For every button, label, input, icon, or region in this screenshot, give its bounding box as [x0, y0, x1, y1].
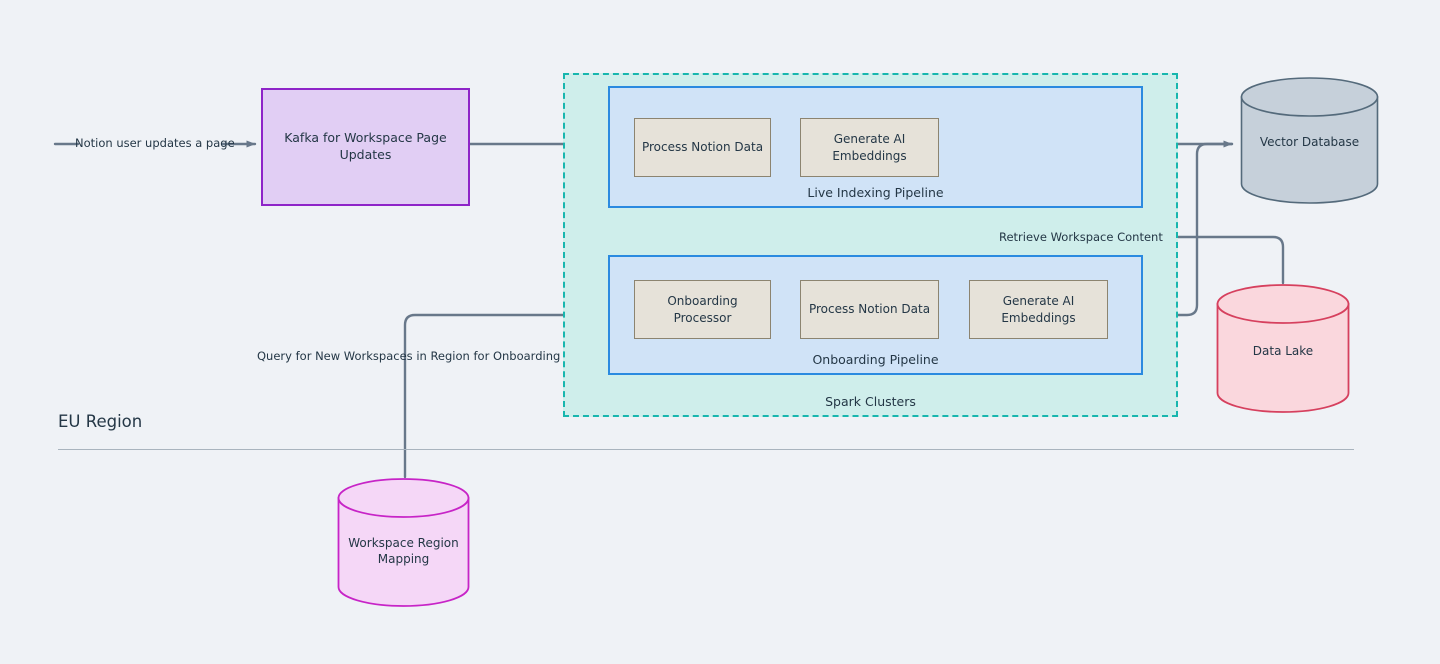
vector-database-label: Vector Database [1259, 135, 1360, 149]
workspace-region-mapping-label: Workspace Region Mapping [348, 536, 459, 567]
task-process-notion-data-live[interactable]: Process Notion Data [634, 118, 771, 177]
vector-database-node[interactable]: Vector Database [1240, 76, 1379, 205]
edge-label-query-for-new-workspaces: Query for New Workspaces in Region for O… [257, 349, 561, 363]
workspace-region-mapping-node[interactable]: Workspace Region Mapping [337, 477, 470, 608]
task-onboarding-processor[interactable]: Onboarding Processor [634, 280, 771, 339]
cylinder-shape-workspace-region-mapping [337, 478, 470, 607]
task-process-notion-data-onboarding[interactable]: Process Notion Data [800, 280, 939, 339]
cylinder-shape-data-lake [1216, 284, 1350, 413]
onboarding-pipeline-label: Onboarding Pipeline [812, 352, 939, 367]
eu-region-divider [58, 449, 1354, 450]
edge-onboarding-to-vector-db [1141, 142, 1234, 317]
data-lake-label: Data Lake [1252, 344, 1314, 358]
edge-workspace-mapping-to-onboarding [403, 311, 630, 479]
edge-label-notion-user-updates-a-page: Notion user updates a page [75, 136, 235, 150]
edge-data-lake-to-onboarding-left [1160, 235, 1285, 285]
spark-clusters-label: Spark Clusters [825, 394, 916, 409]
eu-region-label: EU Region [58, 412, 143, 431]
task-generate-ai-embeddings-live[interactable]: Generate AI Embeddings [800, 118, 939, 177]
task-generate-ai-embeddings-onboarding[interactable]: Generate AI Embeddings [969, 280, 1108, 339]
edge-label-retrieve-workspace-content: Retrieve Workspace Content [999, 230, 1163, 244]
cylinder-shape-vector-database [1240, 77, 1379, 204]
kafka-workspace-page-updates-node[interactable]: Kafka for Workspace Page Updates [261, 88, 470, 206]
data-lake-node[interactable]: Data Lake [1216, 283, 1350, 414]
live-indexing-pipeline-label: Live Indexing Pipeline [807, 185, 944, 200]
